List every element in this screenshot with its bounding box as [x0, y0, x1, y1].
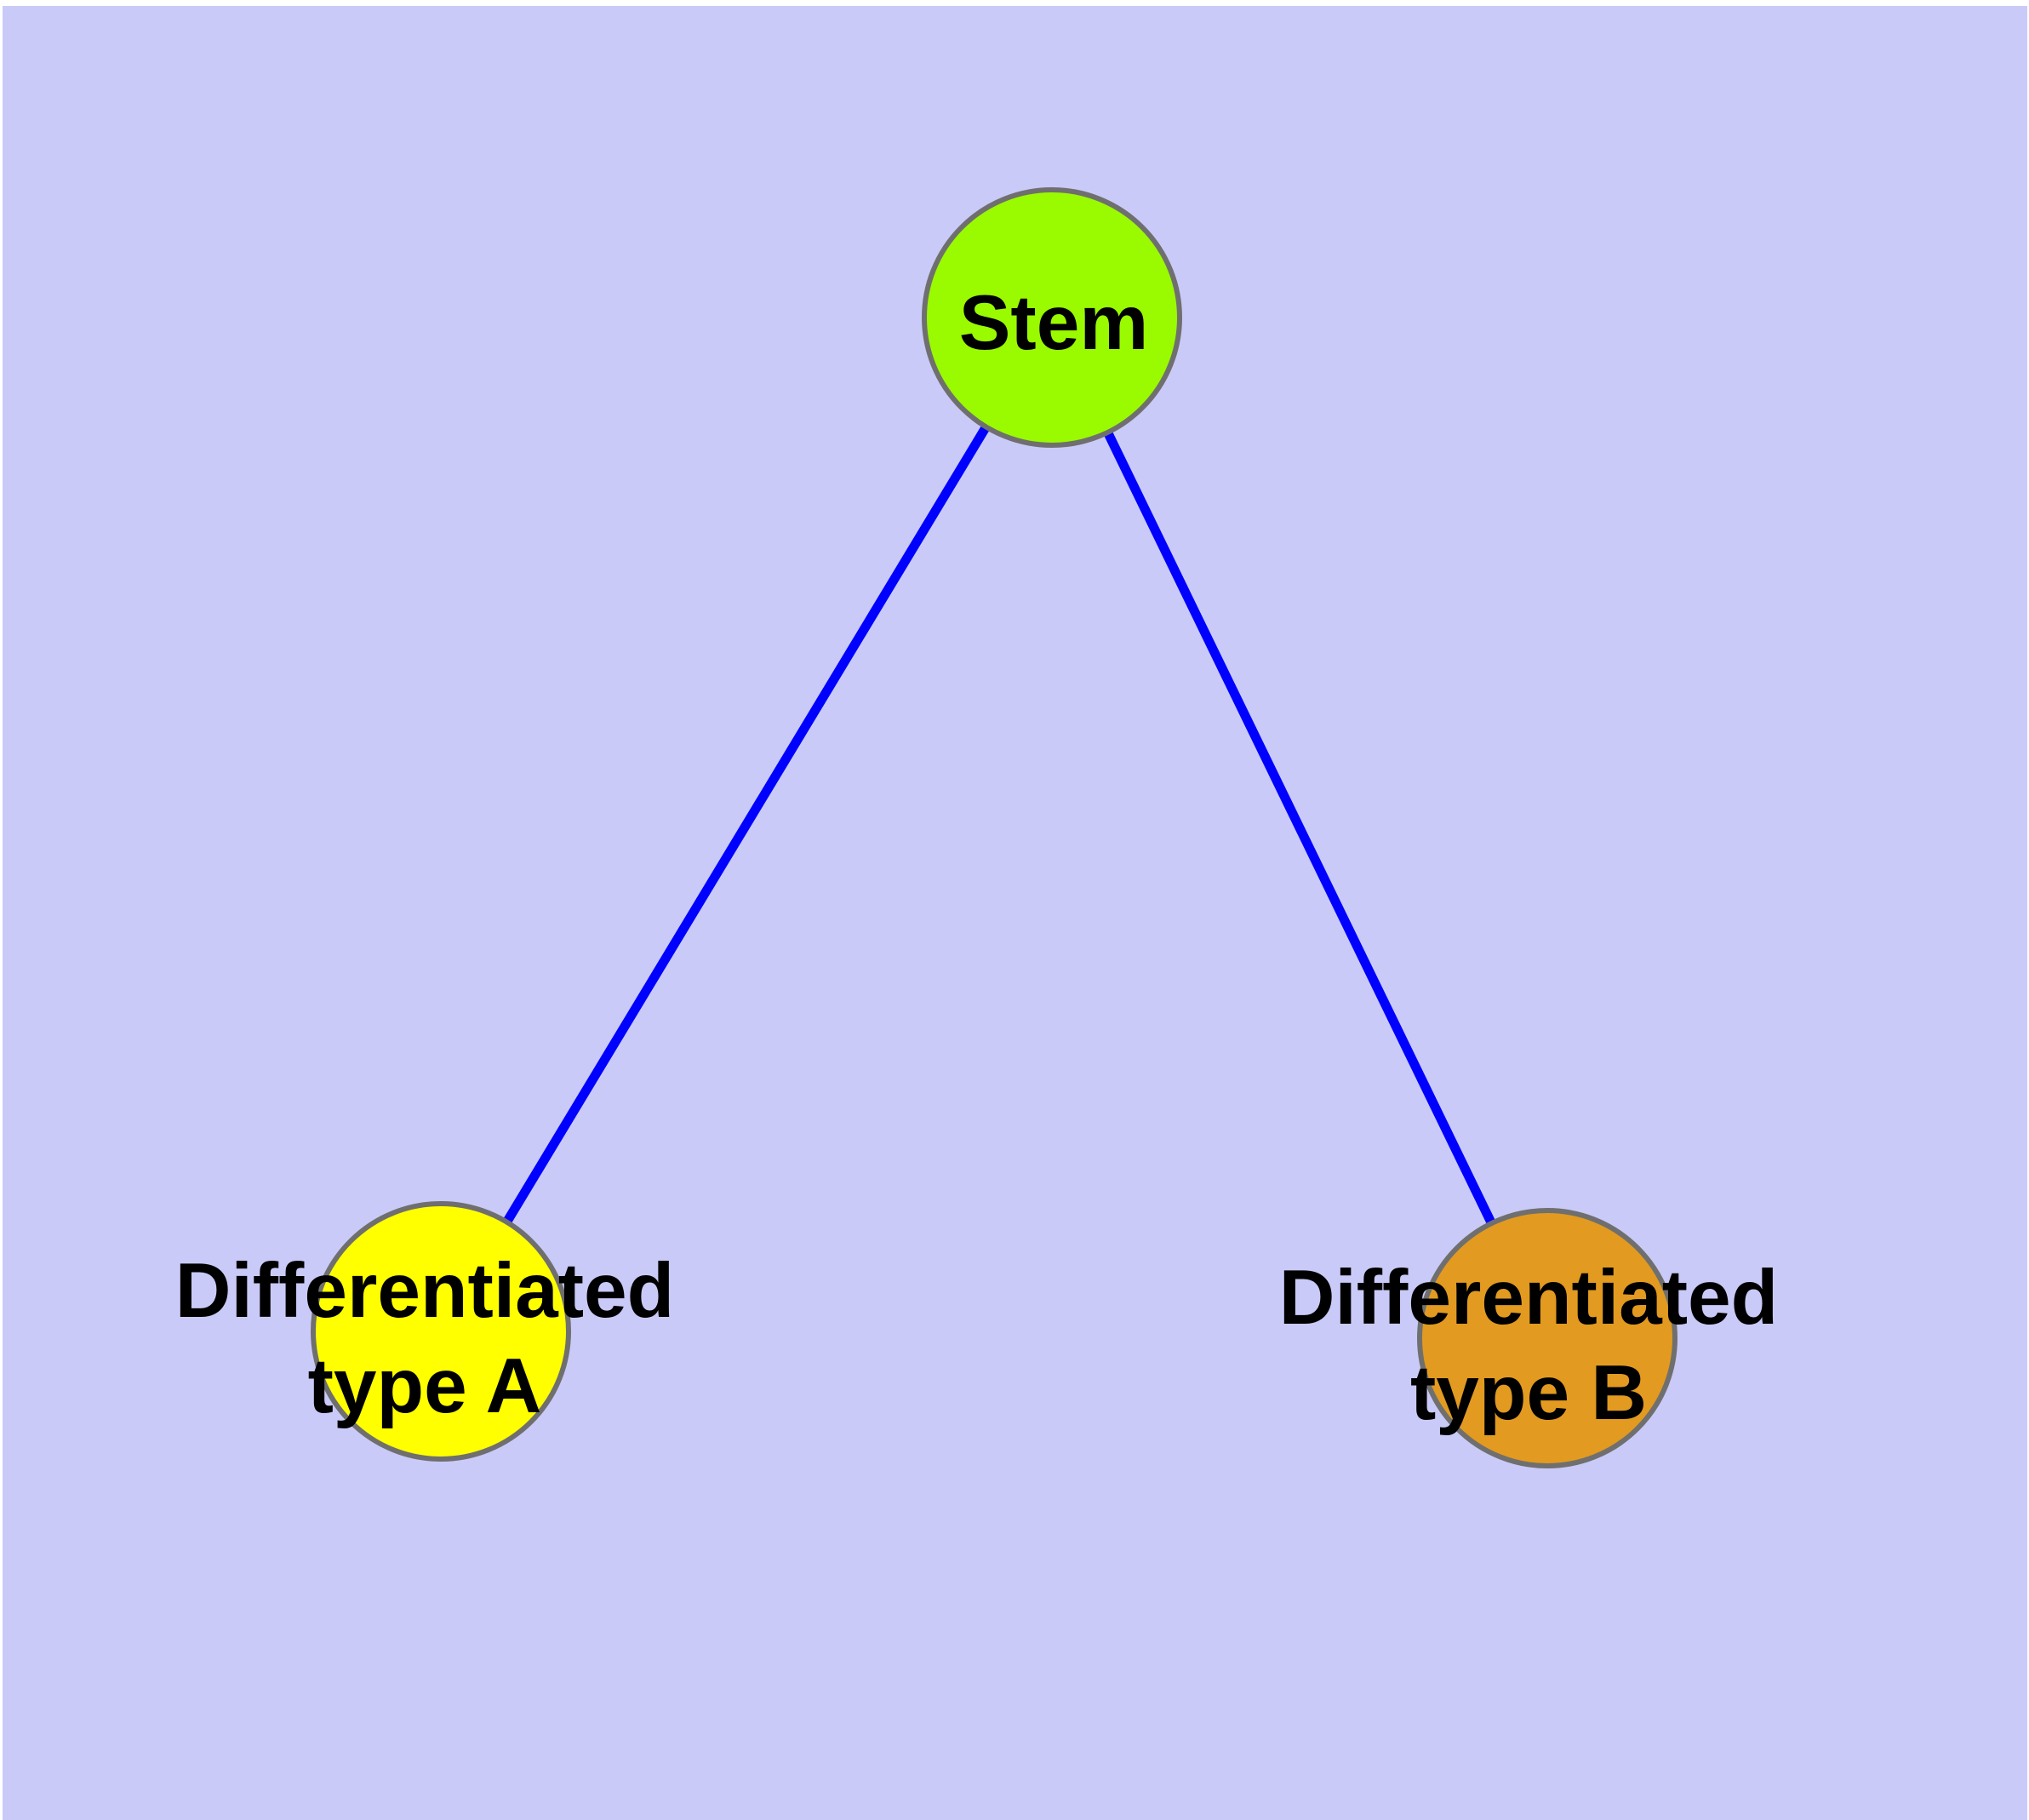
node-label-typeA: Differentiated type A [175, 1248, 675, 1429]
node-label-line: type A [308, 1343, 542, 1429]
edge-stem-typeA [437, 315, 1056, 1334]
node-label-line: Differentiated [175, 1248, 675, 1334]
node-label-stem: Stem [959, 280, 1149, 366]
node-stem [922, 187, 1182, 448]
node-typeB [1417, 1208, 1677, 1468]
node-label-typeB: Differentiated type B [1279, 1255, 1779, 1436]
node-label-line: Differentiated [1279, 1255, 1779, 1341]
node-label-line: type B [1410, 1350, 1647, 1436]
node-typeA [311, 1201, 571, 1462]
edge-stem-typeB [1048, 315, 1552, 1341]
node-label-line: Stem [959, 280, 1149, 366]
